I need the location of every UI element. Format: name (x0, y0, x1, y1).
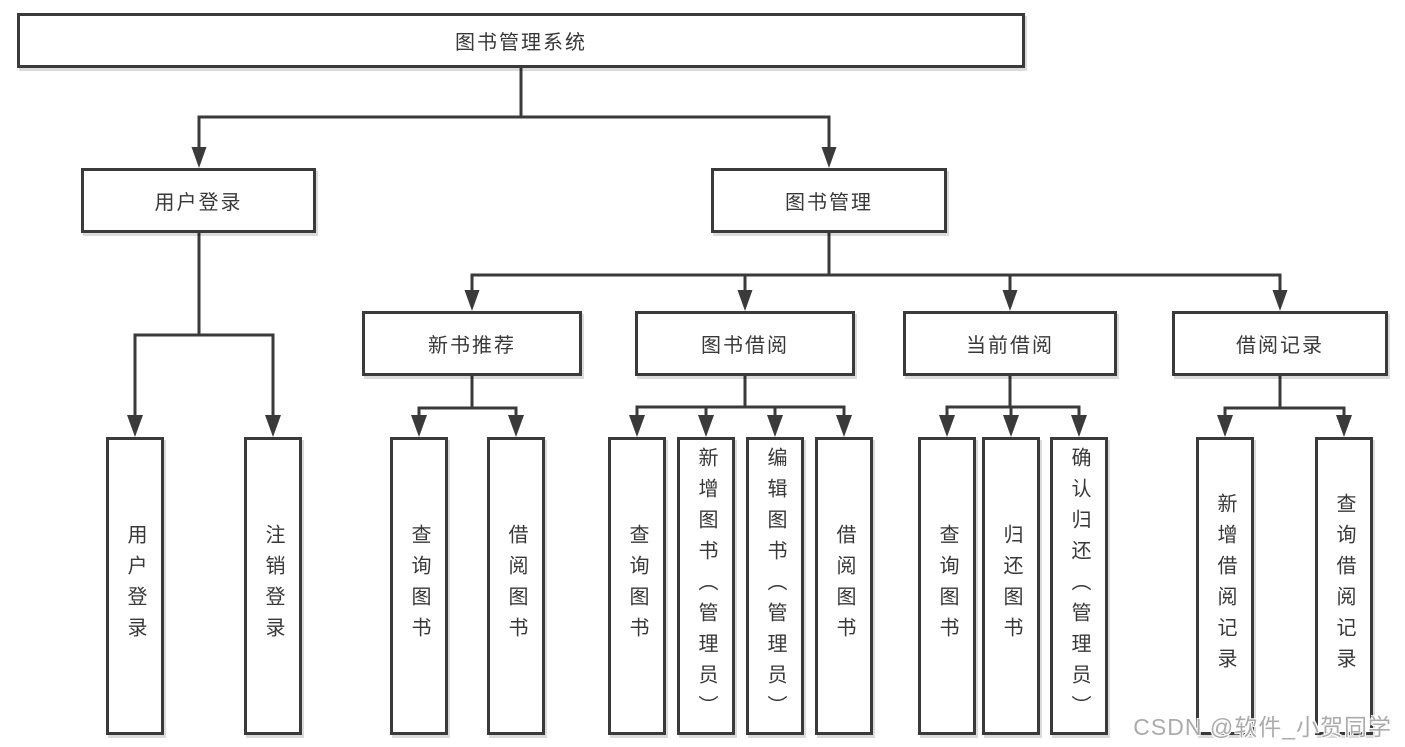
csdn-watermark: CSDN @软件_小贺同学 (1133, 714, 1392, 740)
connector-user-login-lines (133, 231, 275, 419)
leaf-add-books-admin: 新增图书（管理员） (677, 437, 735, 735)
connector-book-borrow-arrows (629, 415, 852, 437)
node-borrow-record-label: 借阅记录 (1236, 335, 1324, 357)
node-user-login: 用户登录 (81, 168, 316, 233)
leaf-return-books: 归还图书 (982, 437, 1040, 735)
leaf-return-books-label: 归还图书 (1000, 524, 1022, 648)
node-book-management: 图书管理 (711, 168, 947, 233)
node-current-borrow: 当前借阅 (903, 311, 1117, 376)
connector-borrow-record-lines (1223, 374, 1346, 419)
leaf-query-borrow-record-label: 查询借阅记录 (1333, 493, 1355, 679)
leaf-user-login-label: 用户登录 (124, 524, 146, 648)
leaf-borrow-books-1: 借阅图书 (487, 437, 545, 735)
node-new-book-recommend: 新书推荐 (362, 311, 582, 376)
node-book-management-label: 图书管理 (785, 192, 873, 214)
leaf-logout-label: 注销登录 (262, 524, 284, 648)
node-borrow-record: 借阅记录 (1172, 311, 1388, 376)
connector-book-borrow-lines (635, 374, 846, 419)
leaf-borrow-books-2: 借阅图书 (815, 437, 873, 735)
leaf-edit-books-admin: 编辑图书（管理员） (746, 437, 804, 735)
leaf-borrow-books-2-label: 借阅图书 (833, 524, 855, 648)
connector-root-lines (197, 66, 831, 152)
connector-new-book-recommend-lines (417, 374, 518, 419)
connector-root-arrows (191, 147, 837, 168)
leaf-add-borrow-record-label: 新增借阅记录 (1214, 493, 1236, 679)
node-book-borrow: 图书借阅 (635, 311, 855, 376)
leaf-confirm-return-admin-label: 确认归还（管理员） (1068, 446, 1090, 726)
leaf-add-books-admin-label: 新增图书（管理员） (695, 446, 717, 726)
leaf-query-books-2-label: 查询图书 (626, 524, 648, 648)
leaf-user-login: 用户登录 (106, 437, 164, 735)
connector-book-management-lines (470, 231, 1282, 293)
connector-user-login-arrows (127, 415, 281, 437)
leaf-query-books-2: 查询图书 (608, 437, 666, 735)
leaf-borrow-books-1-label: 借阅图书 (505, 524, 527, 648)
node-current-borrow-label: 当前借阅 (966, 335, 1054, 357)
leaf-query-books-3: 查询图书 (918, 437, 976, 735)
connector-book-management-arrows (464, 290, 1288, 311)
leaf-query-borrow-record: 查询借阅记录 (1315, 437, 1373, 735)
leaf-query-books-1-label: 查询图书 (408, 524, 430, 648)
leaf-confirm-return-admin: 确认归还（管理员） (1050, 437, 1108, 735)
leaf-query-books-1: 查询图书 (390, 437, 448, 735)
connector-new-book-recommend-arrows (411, 415, 524, 437)
node-book-borrow-label: 图书借阅 (701, 335, 789, 357)
leaf-edit-books-admin-label: 编辑图书（管理员） (764, 446, 786, 726)
node-root: 图书管理系统 (17, 13, 1025, 68)
connector-current-borrow-arrows (939, 415, 1087, 437)
leaf-query-books-3-label: 查询图书 (936, 524, 958, 648)
leaf-add-borrow-record: 新增借阅记录 (1196, 437, 1254, 735)
node-root-label: 图书管理系统 (455, 32, 587, 54)
node-user-login-label: 用户登录 (154, 192, 243, 214)
connector-borrow-record-arrows (1217, 415, 1352, 437)
node-new-book-recommend-label: 新书推荐 (428, 335, 516, 357)
connector-current-borrow-lines (945, 374, 1081, 419)
leaf-logout: 注销登录 (244, 437, 302, 735)
